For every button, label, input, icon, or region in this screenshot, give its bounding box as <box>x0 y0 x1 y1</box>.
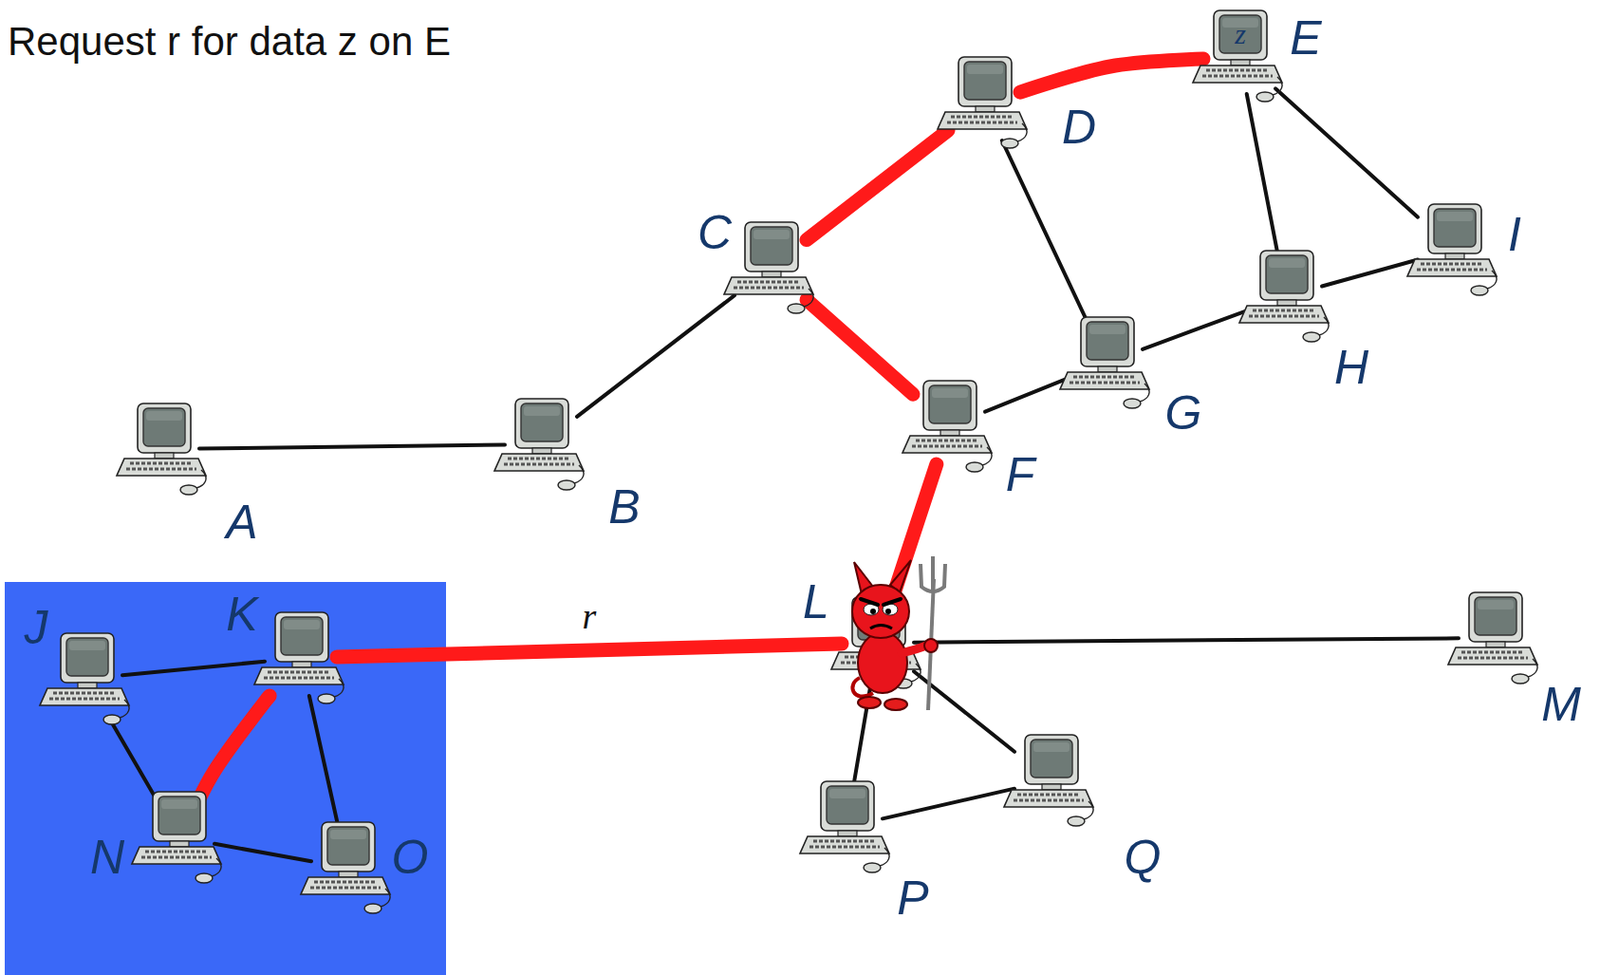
network-link <box>1321 260 1418 287</box>
host-name: A <box>225 495 258 549</box>
computer-node: O <box>311 829 384 906</box>
computer-node: P <box>810 788 883 865</box>
computer-icon <box>1233 248 1339 344</box>
host-name: F <box>1005 447 1036 502</box>
computer-node: D <box>948 64 1021 141</box>
network-link <box>199 444 505 448</box>
computer-node: J <box>50 640 123 717</box>
computer-node: C <box>734 229 807 306</box>
screen-data-holder: z <box>1234 19 1247 49</box>
host-label-holder: J <box>24 603 49 652</box>
computer-node: K <box>264 619 337 696</box>
computer-icon <box>1442 590 1547 686</box>
computer-icon <box>111 401 216 497</box>
request-path-link <box>1020 58 1204 93</box>
computer-node: M <box>1458 599 1531 676</box>
request-path-link <box>336 643 842 657</box>
network-link <box>108 716 157 800</box>
host-name: I <box>1507 207 1522 261</box>
host-name: E <box>1289 11 1321 65</box>
local-network-region <box>4 581 447 975</box>
host-label-holder: N <box>90 833 125 881</box>
title-holder: Request r for data z on E <box>7 18 451 65</box>
computer-icon <box>295 819 400 915</box>
host-label-holder: D <box>1061 103 1097 151</box>
host-name: D <box>1061 100 1097 154</box>
host-name: J <box>24 600 49 654</box>
host-label-holder: E <box>1289 14 1321 62</box>
computer-icon <box>126 789 231 885</box>
host-label-holder: C <box>697 208 732 257</box>
host-label-holder: K <box>225 590 258 638</box>
computer-node: G <box>1070 324 1143 401</box>
data-item: z <box>1234 18 1247 50</box>
request-path-link <box>890 464 937 605</box>
computer-icon <box>1054 315 1159 410</box>
computer-icon <box>248 610 354 706</box>
computer-node: H <box>1249 258 1322 335</box>
network-link <box>913 637 1459 642</box>
host-label-holder: P <box>896 874 929 922</box>
network-link <box>214 843 312 861</box>
network-link <box>1275 88 1418 217</box>
host-name: L <box>802 575 830 629</box>
request-path-link <box>806 299 913 394</box>
host-name: P <box>896 871 929 925</box>
host-name: N <box>90 830 125 884</box>
host-name: O <box>391 830 429 884</box>
request-path-link <box>199 695 270 800</box>
host-label-holder: I <box>1507 210 1522 259</box>
host-name: H <box>1334 340 1369 394</box>
computer-node: B <box>504 406 577 483</box>
host-name: Q <box>1124 830 1162 884</box>
network-link <box>1142 309 1250 350</box>
request-label: r <box>582 595 597 636</box>
host-name: G <box>1165 386 1203 440</box>
computer-node: N <box>142 799 215 875</box>
host-name: B <box>608 480 640 534</box>
host-label-holder: A <box>225 498 258 546</box>
host-name: K <box>225 587 258 641</box>
computer-icon <box>794 779 899 875</box>
network-link <box>122 661 265 676</box>
host-label-holder: O <box>391 833 429 881</box>
computer-icon <box>998 732 1103 828</box>
host-label-holder: B <box>608 483 640 531</box>
computer-icon <box>488 396 594 492</box>
host-label-holder: M <box>1541 680 1582 728</box>
host-name: M <box>1541 677 1582 731</box>
computer-node: F <box>912 388 986 465</box>
network-link <box>1246 93 1280 259</box>
diagram-title: Request r for data z on E <box>7 18 451 65</box>
host-label-holder: H <box>1334 343 1369 391</box>
network-link <box>882 788 1015 819</box>
network-link <box>309 695 339 830</box>
host-label-holder: Q <box>1124 833 1162 881</box>
network-link <box>576 295 735 417</box>
computer-node: A <box>127 410 200 487</box>
edge-label-holder: r <box>582 597 597 634</box>
computer-node: Q <box>1014 742 1087 819</box>
computer-icon <box>1401 202 1507 298</box>
computer-icon <box>34 631 139 726</box>
network-link <box>1002 140 1089 325</box>
request-path-link <box>806 130 949 240</box>
host-label-holder: F <box>1005 450 1036 499</box>
computer-node: zE <box>1203 18 1276 94</box>
computer-icon <box>931 55 1037 150</box>
host-name: C <box>697 205 732 260</box>
host-label-holder: G <box>1165 389 1203 437</box>
devil-figure <box>835 550 959 717</box>
network-link <box>985 376 1071 411</box>
host-label-holder: L <box>802 577 830 626</box>
computer-icon <box>896 378 1002 474</box>
computer-node: I <box>1417 211 1490 288</box>
computer-icon <box>718 220 823 316</box>
